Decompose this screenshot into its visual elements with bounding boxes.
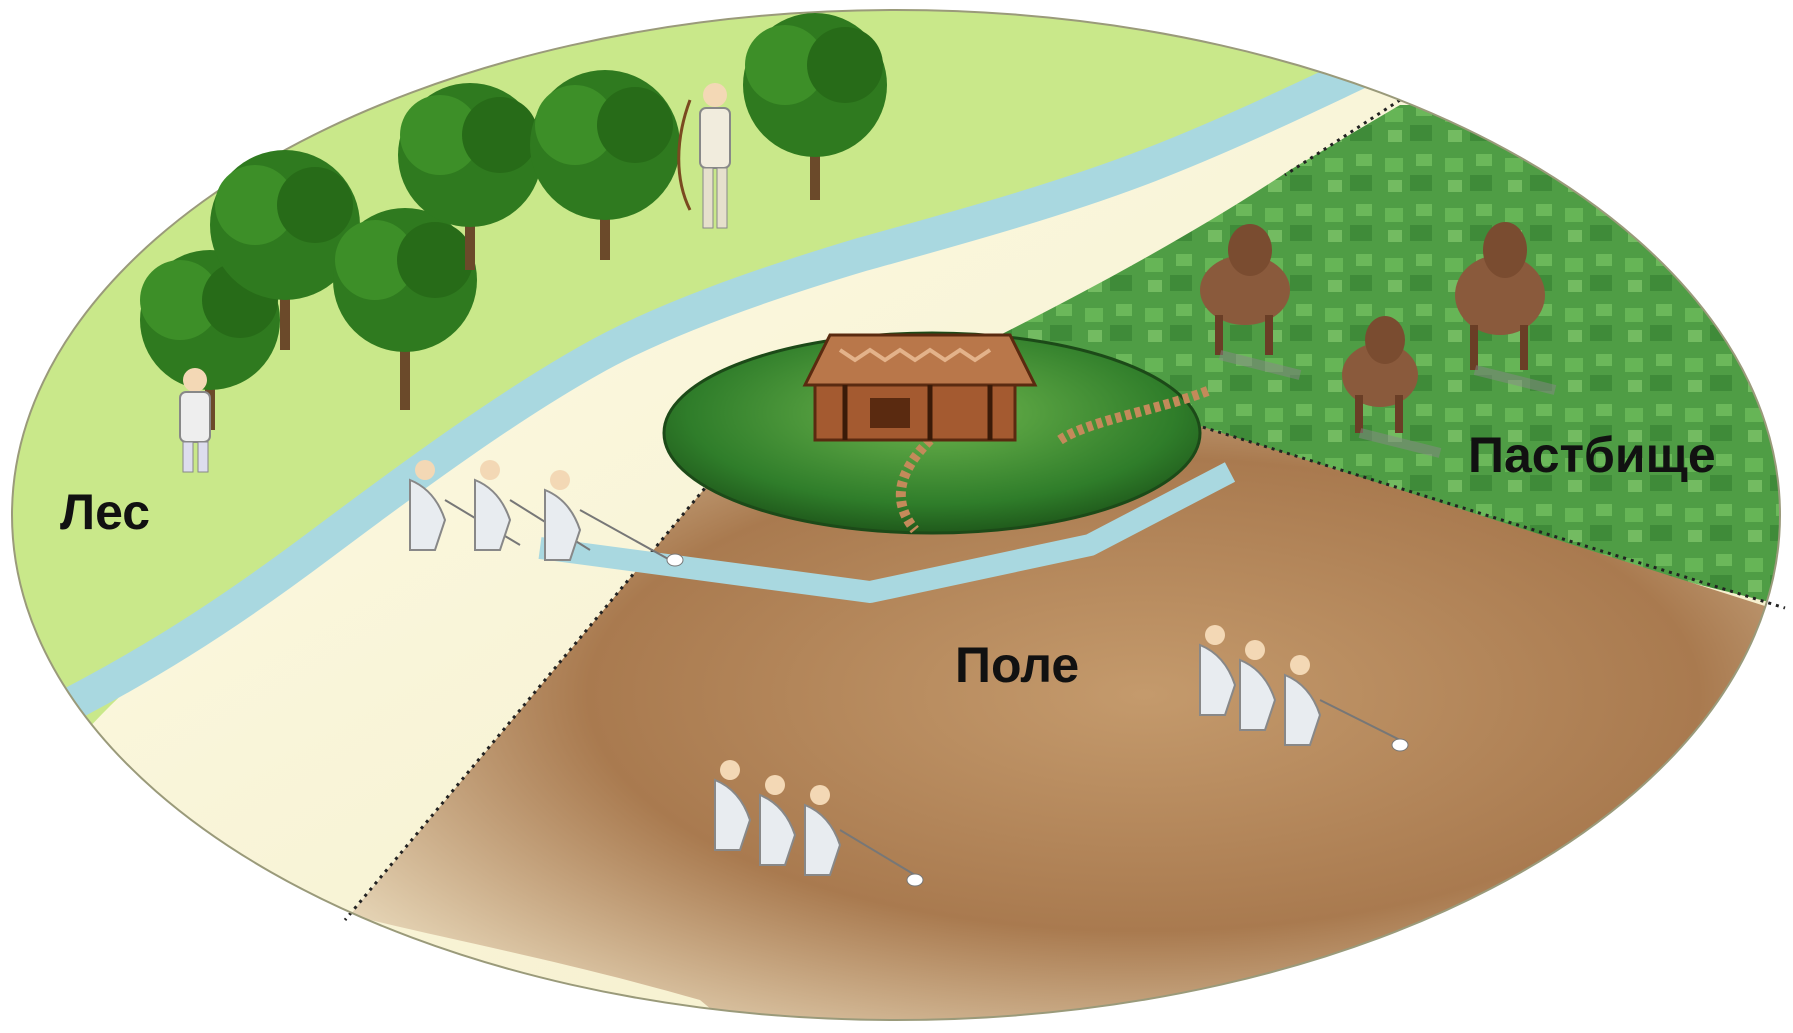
forest-label: Лес (60, 487, 150, 537)
hut (805, 335, 1035, 440)
pasture-label: Пастбище (1468, 430, 1716, 480)
field-label: Поле (955, 640, 1079, 690)
